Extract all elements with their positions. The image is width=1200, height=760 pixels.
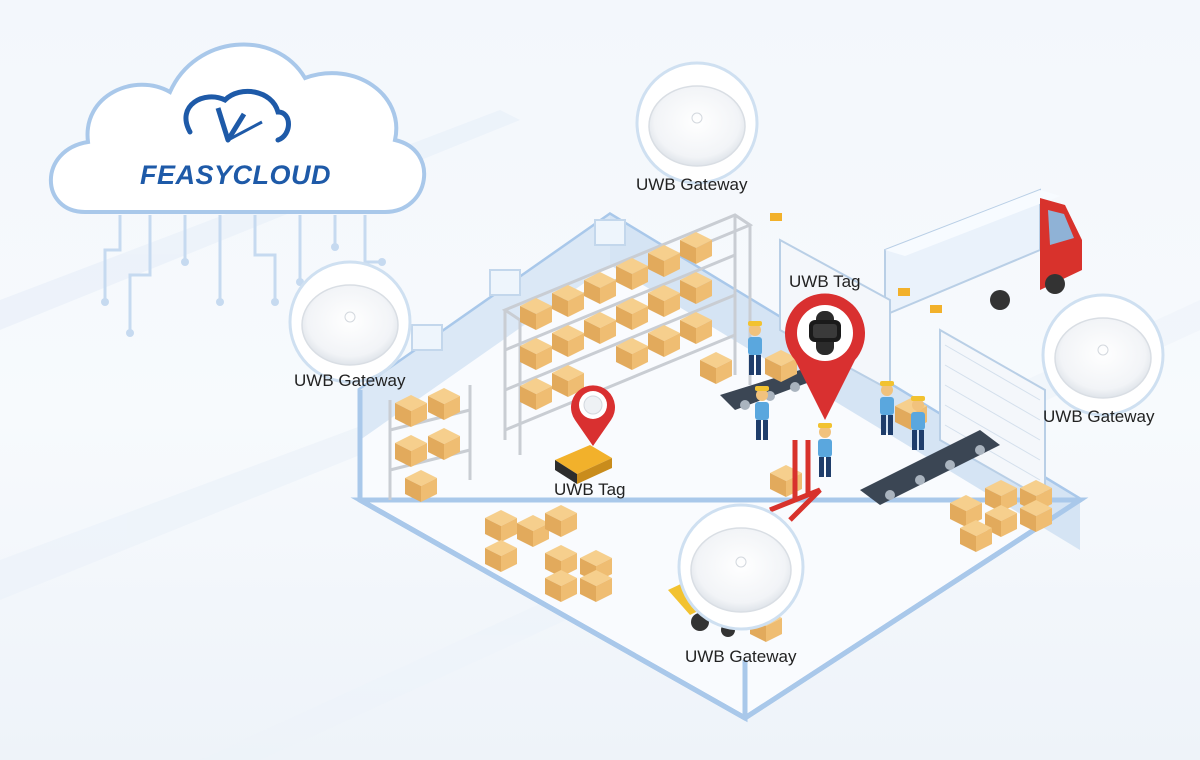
feasycloud-logo-icon bbox=[183, 89, 291, 143]
pallet-jack-icon bbox=[769, 440, 822, 522]
gateway-label-left: UWB Gateway bbox=[294, 371, 406, 390]
map-pin-icon bbox=[784, 293, 865, 420]
tag-label-wristband: UWB Tag bbox=[789, 272, 861, 291]
gateway-label-bottom: UWB Gateway bbox=[685, 647, 797, 666]
tag-label-agv: UWB Tag bbox=[554, 480, 626, 499]
uwb-gateway-icon bbox=[1041, 293, 1165, 417]
gateway-label-right: UWB Gateway bbox=[1043, 407, 1155, 426]
agv-robot-icon bbox=[555, 445, 612, 484]
uwb-gateway-icon bbox=[677, 503, 805, 631]
map-pin-icon-small bbox=[571, 385, 615, 446]
brand-name: FEASYCLOUD bbox=[140, 160, 332, 190]
uwb-gateway-icon bbox=[288, 260, 412, 384]
truck-icon bbox=[884, 188, 1082, 317]
gateway-label-top: UWB Gateway bbox=[636, 175, 748, 194]
uwb-gateway-icon bbox=[635, 61, 759, 185]
wristband-icon bbox=[809, 311, 841, 355]
